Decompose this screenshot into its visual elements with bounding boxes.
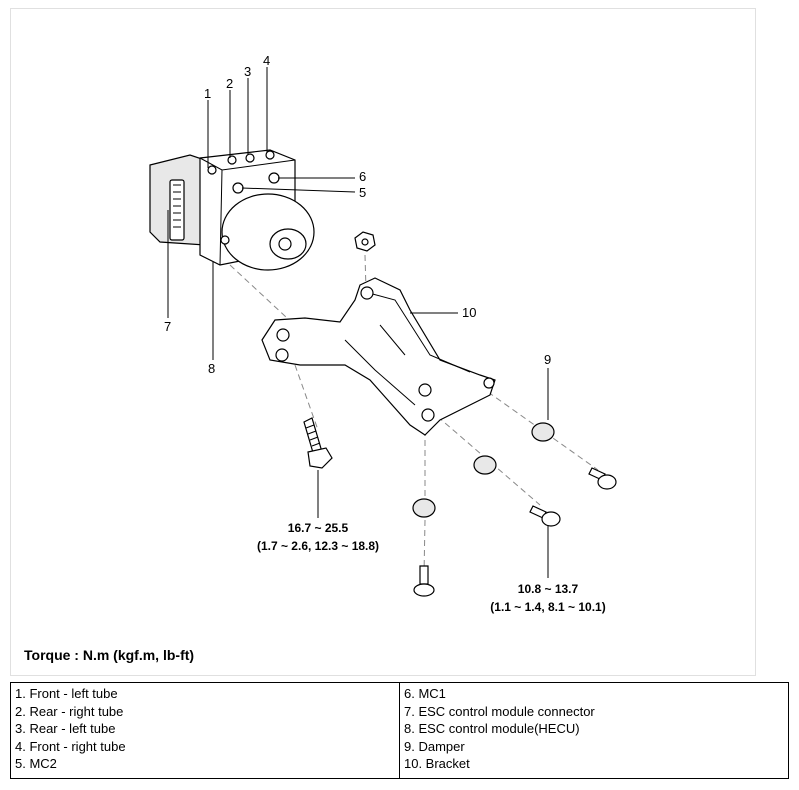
legend-item: 10. Bracket	[404, 756, 470, 771]
legend-item: 5. MC2	[15, 756, 57, 771]
damper-bolt	[413, 467, 617, 597]
callout-1: 1	[204, 86, 211, 101]
legend-item: 4. Front - right tube	[15, 738, 126, 754]
legend-right-column: 6. MC1 7. ESC control module connector 8…	[399, 682, 789, 779]
leader-lines	[167, 67, 549, 578]
callout-4: 4	[263, 53, 270, 68]
alignment-line	[364, 254, 367, 291]
callout-8: 8	[208, 361, 215, 376]
callout-7: 7	[164, 319, 171, 334]
parts-legend-table: 1. Front - left tube 2. Rear - right tub…	[10, 682, 789, 779]
torque-bolt-9-value: 10.8 ~ 13.7	[518, 582, 579, 596]
legend-item: 1. Front - left tube	[15, 686, 118, 701]
callout-6: 6	[359, 169, 366, 184]
alignment-line	[229, 264, 301, 331]
callout-2: 2	[226, 76, 233, 91]
legend-item: 9. Damper	[404, 738, 465, 754]
legend-item: 3. Rear - left tube	[15, 721, 116, 736]
hecu-unit	[149, 149, 315, 271]
callout-9: 9	[544, 352, 551, 367]
torque-units-label: Torque : N.m (kgf.m, lb-ft)	[24, 647, 195, 663]
hecu-bolt	[303, 417, 333, 469]
damper	[412, 422, 555, 518]
abs-esc-assembly-diagram: 1 2 3 4 5 6 7 8 9 10 16.7 ~ 25.5 (1.7 ~ …	[149, 53, 617, 614]
callout-10: 10	[462, 305, 476, 320]
callout-5: 5	[359, 185, 366, 200]
alignment-line	[487, 391, 599, 471]
torque-bolt-8-value: 16.7 ~ 25.5	[288, 521, 349, 535]
legend-left-column: 1. Front - left tube 2. Rear - right tub…	[10, 682, 400, 779]
legend-item: 2. Rear - right tube	[15, 703, 124, 719]
nut	[354, 231, 376, 252]
bracket	[261, 277, 496, 436]
legend-item: 8. ESC control module(HECU)	[404, 721, 580, 736]
torque-bolt-8-alt: (1.7 ~ 2.6, 12.3 ~ 18.8)	[257, 539, 379, 553]
alignment-line	[294, 364, 319, 431]
torque-bolt-9-alt: (1.1 ~ 1.4, 8.1 ~ 10.1)	[490, 600, 605, 614]
legend-item: 7. ESC control module connector	[404, 703, 595, 719]
legend-item: 6. MC1	[404, 686, 446, 701]
callout-3: 3	[244, 64, 251, 79]
